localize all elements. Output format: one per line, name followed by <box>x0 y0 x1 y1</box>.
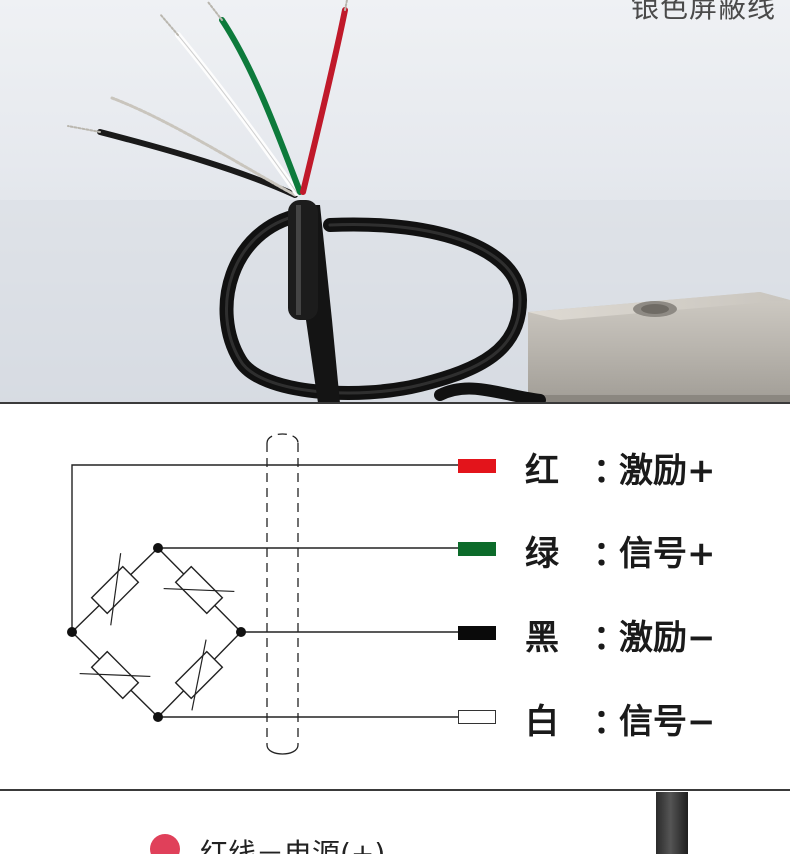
legend-row-white: 白 ： 信号− <box>525 696 716 742</box>
divider-bottom <box>0 789 790 791</box>
legend-color-name: 黑 <box>525 617 559 658</box>
legend-color-name: 红 <box>525 450 559 491</box>
legend-function: 激励+ <box>619 450 716 491</box>
cable-sleeve <box>288 200 340 403</box>
legend-separator: ： <box>593 533 627 574</box>
wires <box>67 0 348 198</box>
legend-separator: ： <box>593 617 627 658</box>
legend-function: 信号+ <box>619 533 716 574</box>
bridge-nodes <box>67 543 246 722</box>
legend-separator: ： <box>593 450 627 491</box>
swatch-green <box>458 542 496 556</box>
legend-color-name: 绿 <box>525 533 559 574</box>
bridge-schematic <box>67 433 458 755</box>
legend-function: 信号− <box>619 701 716 742</box>
cable-illustration <box>0 0 790 403</box>
legend-function: 激励− <box>619 617 716 658</box>
legend-row-red: 红 ： 激励+ <box>525 445 716 491</box>
load-cell-block <box>528 292 790 403</box>
legend-separator: ： <box>593 701 627 742</box>
legend-color-name: 白 <box>525 701 559 742</box>
cable-loop <box>219 208 546 403</box>
swatch-red <box>458 459 496 473</box>
shield-wire-caption: 银色屏蔽线 <box>630 0 776 24</box>
bottom-section: 红线－电源(+) <box>0 792 790 854</box>
divider-top <box>0 402 790 404</box>
swatch-black <box>458 626 496 640</box>
red-wire-power-label: 红线－电源(+) <box>200 837 386 854</box>
load-cell-photo: 银色屏蔽线 <box>0 0 790 403</box>
red-dot-icon <box>150 834 180 854</box>
legend-row-green: 绿 ： 信号+ <box>525 528 716 574</box>
swatch-white <box>458 710 496 724</box>
cable-photo-fragment <box>656 792 688 854</box>
bridge-resistors <box>79 553 235 711</box>
wheatstone-bridge-diagram: 红 ： 激励+ 绿 ： 信号+ 黑 ： 激励− 白 ： 信号− <box>0 405 790 788</box>
shield-cylinder <box>266 433 299 755</box>
legend-row-black: 黑 ： 激励− <box>525 612 716 658</box>
